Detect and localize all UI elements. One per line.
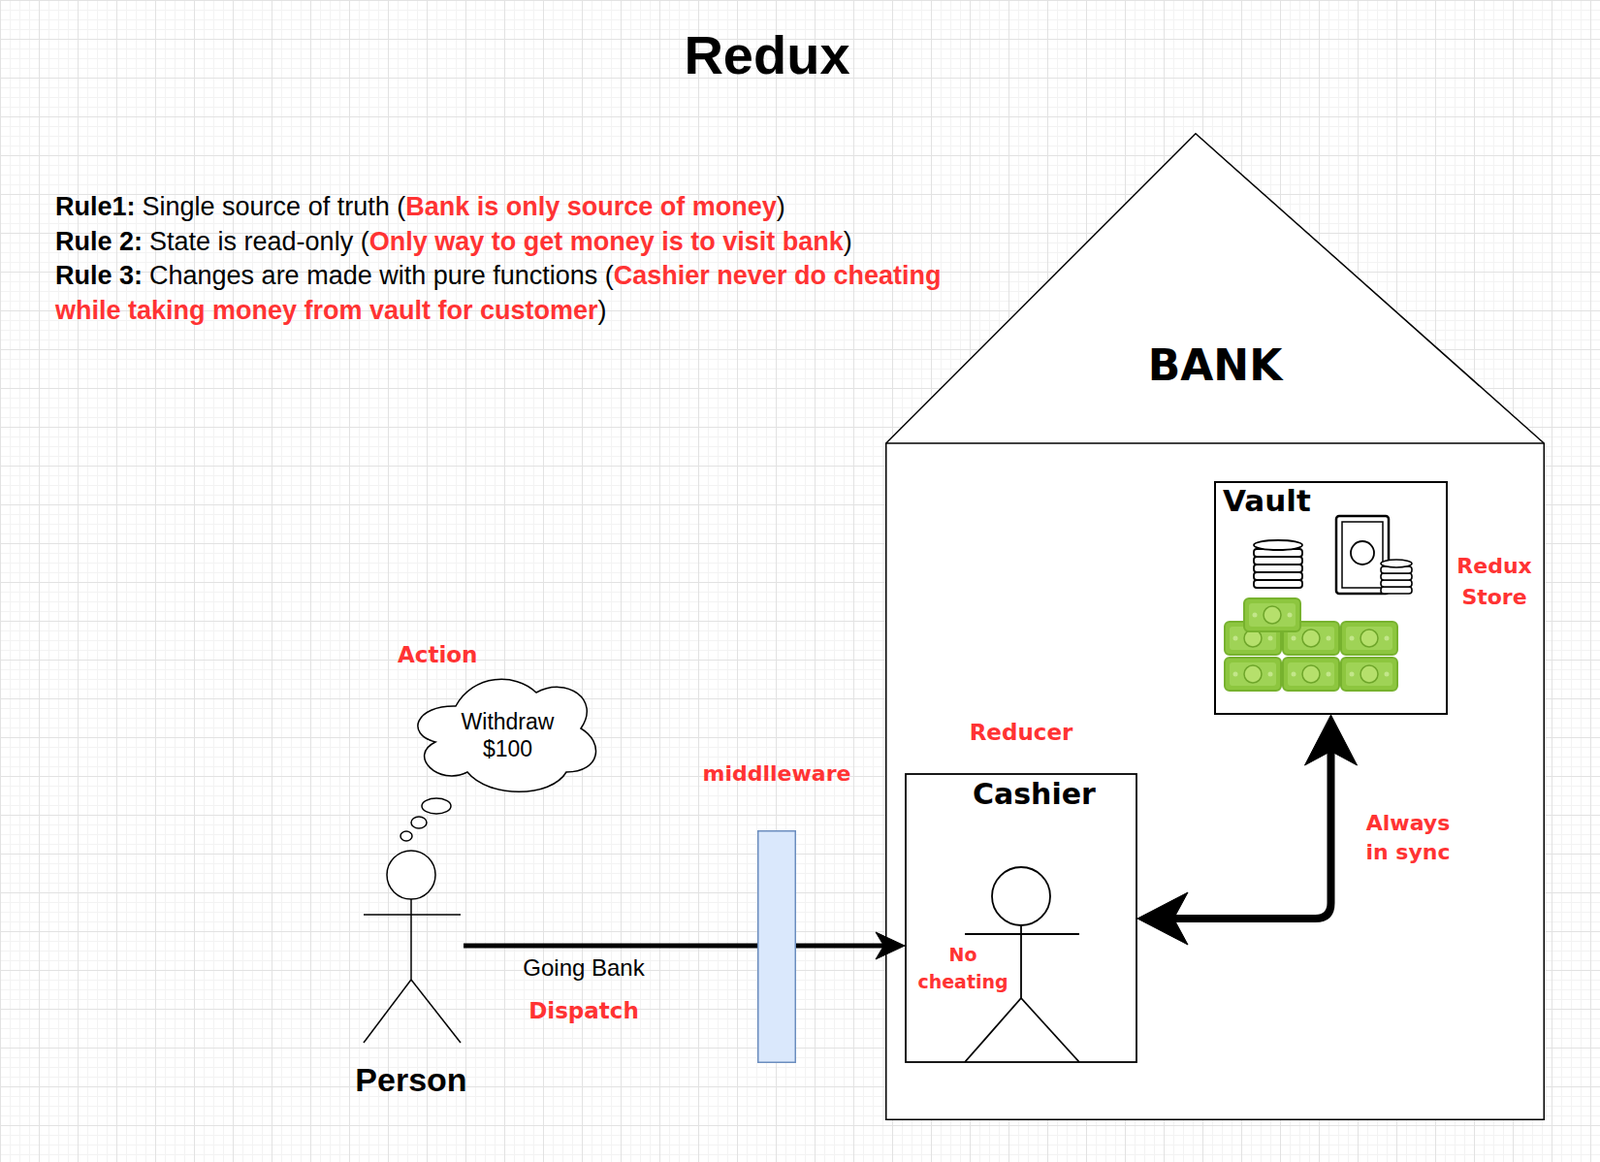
stick-head [992, 866, 1051, 926]
middleware-bar: middlleware [757, 830, 797, 1063]
coin-stack-icon [1253, 540, 1303, 588]
thought-bubble [421, 798, 451, 814]
rule-text: Changes are made with pure functions ( [149, 260, 614, 290]
stick-arms [964, 932, 1080, 935]
rule-line: Rule 3:Changes are made with pure functi… [55, 258, 958, 328]
bank-outline [886, 133, 1545, 1120]
cloud-text: Withdraw $100 [448, 707, 567, 763]
middleware-annotation: middlleware [703, 760, 852, 788]
vault-title: Vault [1222, 480, 1312, 520]
green-bill [1282, 657, 1340, 691]
rule-key: Rule 2: [55, 226, 143, 256]
stick-leg [363, 979, 412, 1043]
stick-leg [1021, 997, 1080, 1062]
rules-block: Rule1:Single source of truth (Bank is on… [55, 190, 958, 328]
roof-base [886, 442, 1545, 445]
green-bill [1224, 657, 1281, 691]
edge-label: Always in sync [1363, 808, 1453, 867]
stick-body [410, 898, 413, 980]
stick-body [1020, 925, 1023, 998]
box-outline [1215, 481, 1447, 714]
box-outline [905, 773, 1137, 1062]
cloud-outline [417, 678, 597, 792]
rule-highlight: Bank is only source of money [405, 192, 777, 222]
coin [1253, 572, 1303, 580]
dispatch-label: Dispatch [515, 996, 652, 1024]
coin [1253, 564, 1303, 573]
no-cheating-note: No cheating [914, 940, 1012, 995]
rule-text: ) [598, 295, 608, 325]
coin [1380, 573, 1412, 580]
diagram-title: Redux [524, 23, 1010, 88]
cashier-title: Cashier [972, 774, 1096, 814]
coin [1380, 579, 1412, 587]
band-outline [758, 831, 797, 1063]
banknote-inner [1342, 521, 1383, 588]
rule-text: Single source of truth ( [142, 192, 407, 222]
green-bill [1341, 657, 1398, 691]
vault-box: VaultRedux Store [1214, 480, 1448, 715]
rule-line: Rule 2:State is read-only (Only way to g… [55, 224, 958, 260]
coin [1253, 579, 1303, 588]
action-annotation: Action [397, 640, 479, 669]
edge-label: Going Bank [506, 954, 662, 982]
rule-key: Rule1: [55, 192, 136, 222]
store-annotation: Redux Store [1449, 550, 1539, 613]
band-shape [757, 830, 797, 1063]
bank-title: BANK [885, 340, 1545, 391]
connector-line [463, 943, 888, 949]
banknote-seal [1350, 541, 1375, 565]
coin [1380, 586, 1412, 594]
rule-line: Rule1:Single source of truth (Bank is on… [55, 190, 958, 225]
reducer-annotation: Reducer [904, 717, 1138, 747]
person-label: Person [320, 1059, 503, 1099]
stick-leg [964, 997, 1022, 1062]
person-figure: Person [358, 848, 464, 1106]
green-bill [1341, 621, 1398, 655]
rule-text: ) [843, 226, 853, 256]
green-bill [1244, 598, 1301, 632]
thought-bubble [411, 816, 427, 829]
rule-highlight: Only way to get money is to visit bank [369, 226, 844, 256]
cashier-box: ReducerCashierNo cheating [904, 772, 1138, 1063]
coin-top [1380, 559, 1412, 568]
thought-bubbles [400, 798, 451, 841]
rule-key: Rule 3: [55, 260, 143, 290]
coin-top [1253, 540, 1303, 550]
stick-head [386, 850, 436, 899]
rule-text: ) [776, 192, 786, 222]
bank-building: VaultRedux StoreReducerCashierNo cheatin… [885, 132, 1545, 1120]
cashier-shape [904, 772, 1138, 1063]
rule-text: State is read-only ( [149, 226, 370, 256]
thought-bubble [400, 831, 413, 841]
stick-arms [363, 913, 461, 916]
action-cloud: ActionWithdraw $100 [403, 675, 612, 797]
coin [1253, 556, 1303, 565]
stick-leg [411, 979, 461, 1043]
